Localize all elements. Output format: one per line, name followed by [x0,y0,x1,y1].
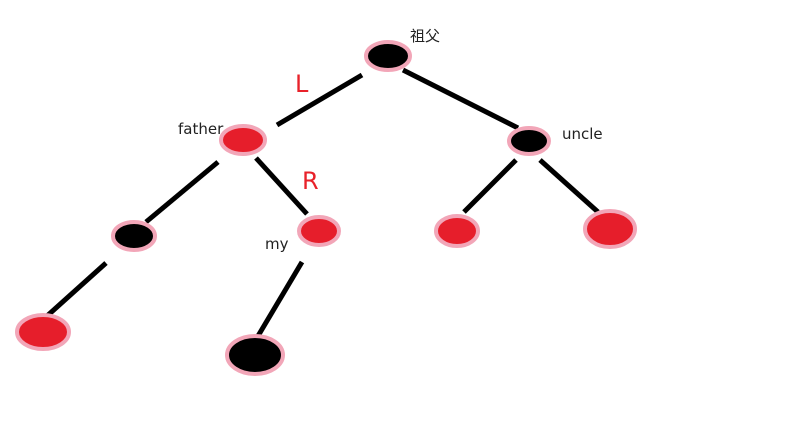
node-my [297,215,341,247]
father-label: father [178,120,224,138]
tree-edges [45,67,600,338]
node-father [219,124,267,156]
edge-grandfather-to-father [275,72,364,128]
my-label: my [265,235,289,253]
edge-my-to-my-left [255,260,305,338]
node-uncle-right [583,209,637,249]
edge-father-to-my [254,156,309,216]
edge-father-to-father-left [144,160,220,224]
left-direction-label: L [295,70,309,98]
node-grandfather [364,40,412,72]
edge-uncle-to-uncle-right [538,158,600,214]
edge-father-left-to-father-left-left [45,261,108,318]
node-father-left [111,220,157,252]
node-uncle [507,126,551,156]
edge-uncle-to-uncle-left [462,158,518,214]
grandfather-label: 祖父 [410,27,441,45]
right-direction-label: R [302,167,319,195]
node-my-left [225,334,285,376]
tree-nodes [15,40,637,376]
uncle-label: uncle [562,125,603,143]
node-father-left-left [15,313,71,351]
edge-grandfather-to-uncle [401,67,520,131]
node-uncle-left [434,214,480,248]
